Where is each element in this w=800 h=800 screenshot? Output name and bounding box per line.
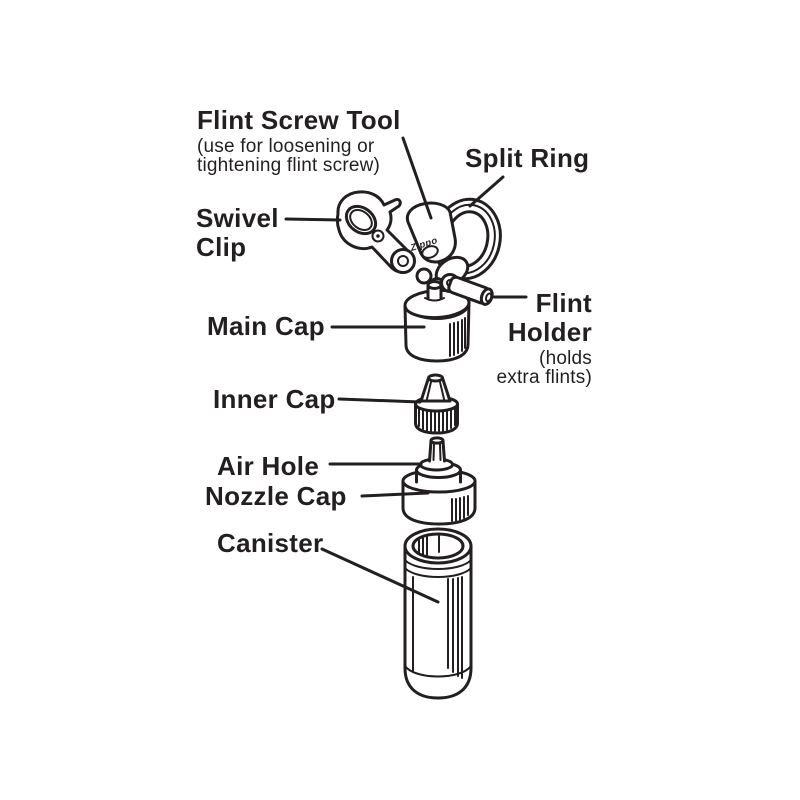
tool-thumb-hole bbox=[421, 245, 439, 259]
canister-shading bbox=[447, 576, 463, 679]
nozzle-cap-knurling bbox=[451, 495, 469, 522]
flint-holder-line1: Flint bbox=[535, 288, 592, 318]
flint-screw-post-drawing bbox=[424, 280, 445, 302]
canister-drawing bbox=[403, 527, 473, 700]
canister-leader-line bbox=[320, 547, 440, 604]
swivel-clip-leader-line bbox=[284, 217, 342, 222]
flint-holder-note-line2: extra flints) bbox=[496, 366, 592, 388]
flint-screw-tool-title: Flint Screw Tool bbox=[197, 105, 401, 135]
swivel-clip-drawing bbox=[335, 190, 416, 274]
nozzle-cap-drawing bbox=[401, 436, 477, 526]
canister-opening bbox=[411, 532, 465, 560]
label-canister: Canister bbox=[217, 529, 323, 558]
air-hole-title: Air Hole bbox=[217, 451, 320, 481]
split-ring-title: Split Ring bbox=[465, 143, 590, 173]
main-cap-knurling bbox=[449, 317, 466, 357]
canister-thread-line bbox=[404, 559, 472, 570]
label-air-hole: Air Hole bbox=[217, 452, 319, 481]
inner-cap-title: Inner Cap bbox=[213, 384, 336, 414]
swivel-clip-line2: Clip bbox=[196, 232, 247, 262]
label-flint-holder: Flint Holder (holds extra flints) bbox=[496, 289, 592, 387]
inner-cap-drawing bbox=[414, 373, 459, 435]
swivel-clip-eye-hole bbox=[344, 204, 378, 236]
label-swivel-clip: Swivel Clip bbox=[196, 204, 279, 262]
label-split-ring: Split Ring bbox=[465, 144, 589, 173]
flint-screw-tool-note-line1: (use for loosening or bbox=[197, 136, 375, 157]
flint-holder-note-line1: (holds bbox=[539, 348, 592, 369]
label-main-cap: Main Cap bbox=[207, 312, 325, 341]
flint-screw-tool-leader-line bbox=[401, 136, 433, 220]
flint-holder-drawing bbox=[440, 273, 494, 306]
flint-holder-line2: Holder bbox=[507, 317, 592, 347]
nozzle-cap-title: Nozzle Cap bbox=[205, 481, 347, 511]
nozzle-cap-leader-line bbox=[360, 491, 430, 498]
canister-title: Canister bbox=[217, 528, 324, 558]
flint-screw-tool-note-line2: tightening flint screw) bbox=[197, 154, 381, 176]
label-inner-cap: Inner Cap bbox=[213, 385, 336, 414]
swivel-clip-line1: Swivel bbox=[196, 203, 279, 233]
main-cap-title: Main Cap bbox=[207, 311, 325, 341]
main-cap-drawing bbox=[403, 288, 471, 363]
leader-lines bbox=[284, 136, 528, 604]
inner-cap-leader-line bbox=[337, 397, 422, 404]
inner-cap-knurling bbox=[418, 408, 456, 433]
label-nozzle-cap: Nozzle Cap bbox=[205, 482, 347, 511]
split-ring-leader-line bbox=[468, 175, 505, 208]
label-flint-screw-tool: Flint Screw Tool (use for loosening or t… bbox=[197, 106, 401, 175]
flint-screw-tool-drawing: Zippo bbox=[405, 201, 457, 264]
